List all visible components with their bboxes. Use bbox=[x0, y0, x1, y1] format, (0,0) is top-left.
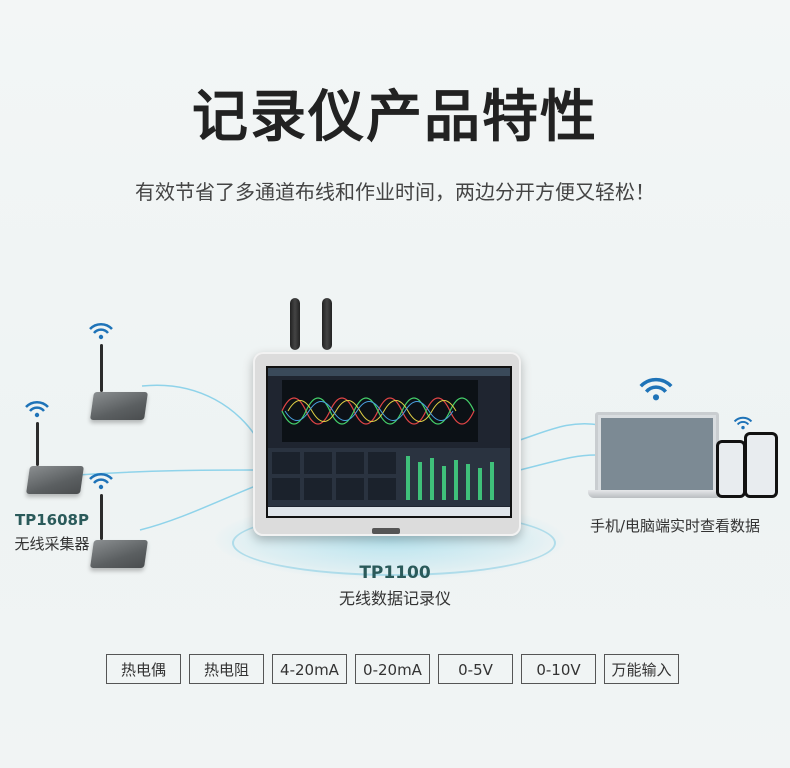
tag-0-20ma: 0-20mA bbox=[355, 654, 430, 684]
recorder-name: 无线数据记录仪 bbox=[338, 589, 451, 608]
phone-device bbox=[716, 440, 746, 498]
recorder-model: TP1100 bbox=[359, 563, 431, 583]
collector-device bbox=[90, 344, 148, 420]
device-antenna bbox=[290, 298, 300, 350]
collector-device bbox=[90, 494, 148, 568]
tag-4-20ma: 4-20mA bbox=[272, 654, 347, 684]
tag-0-10v: 0-10V bbox=[521, 654, 596, 684]
laptop-base bbox=[588, 490, 722, 498]
phone-device bbox=[744, 432, 778, 498]
wifi-icon bbox=[25, 400, 49, 418]
page-subtitle: 有效节省了多通道布线和作业时间，两边分开方便又轻松！ bbox=[135, 180, 655, 204]
wifi-icon bbox=[89, 322, 113, 340]
laptop-device bbox=[595, 412, 719, 496]
recorder-screen bbox=[266, 366, 512, 518]
wifi-icon bbox=[733, 416, 753, 430]
device-antenna bbox=[322, 298, 332, 350]
collector-device bbox=[26, 422, 84, 494]
tag-rtd: 热电阻 bbox=[189, 654, 264, 684]
collector-model: TP1608P bbox=[15, 511, 89, 529]
device-home-button bbox=[372, 528, 400, 534]
wifi-icon bbox=[89, 472, 113, 490]
page-title: 记录仪产品特性 bbox=[192, 85, 598, 150]
wifi-icon bbox=[639, 377, 673, 401]
view-data-label: 手机/电脑端实时查看数据 bbox=[590, 517, 761, 535]
tag-thermocouple: 热电偶 bbox=[106, 654, 181, 684]
tag-universal-input: 万能输入 bbox=[604, 654, 679, 684]
collector-name: 无线采集器 bbox=[14, 535, 90, 553]
tag-0-5v: 0-5V bbox=[438, 654, 513, 684]
